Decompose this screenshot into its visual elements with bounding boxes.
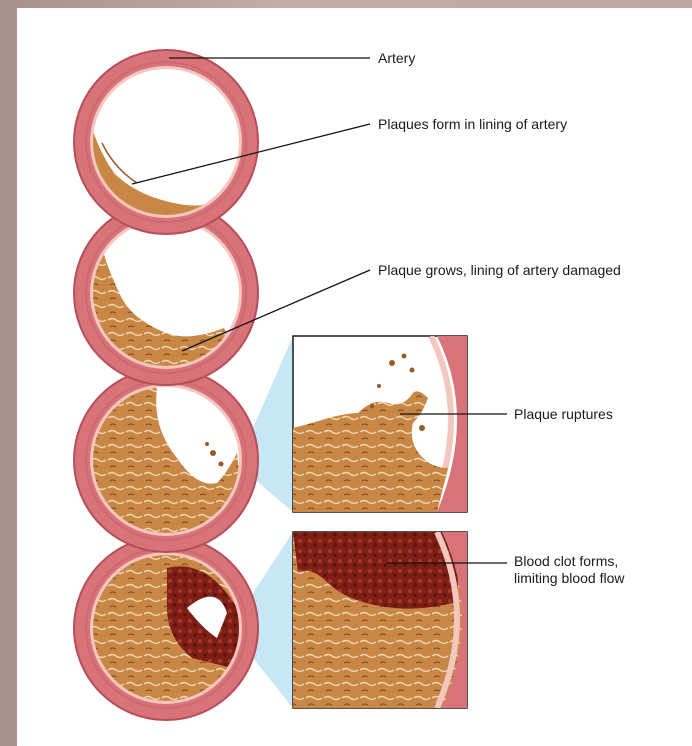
zoom-box-rupture <box>293 336 467 512</box>
label-blood-clot-line2: limiting blood flow <box>514 570 625 587</box>
label-blood-clot-line1: Blood clot forms, <box>514 553 618 570</box>
label-artery: Artery <box>378 50 415 67</box>
label-plaque-ruptures: Plaque ruptures <box>514 406 613 423</box>
label-plaques-form: Plaques form in lining of artery <box>378 116 567 133</box>
artery-cross-section-1 <box>74 50 258 234</box>
artery-cross-section-3 <box>74 368 258 552</box>
atherosclerosis-diagram <box>17 8 692 746</box>
artery-cross-section-4 <box>74 536 258 720</box>
zoom-beam-upper <box>253 336 293 512</box>
zoom-box-clot <box>293 532 467 708</box>
diagram-panel: Artery Plaques form in lining of artery … <box>17 8 692 746</box>
zoom-beam-lower <box>253 532 293 708</box>
label-plaque-grows: Plaque grows, lining of artery damaged <box>378 262 621 279</box>
